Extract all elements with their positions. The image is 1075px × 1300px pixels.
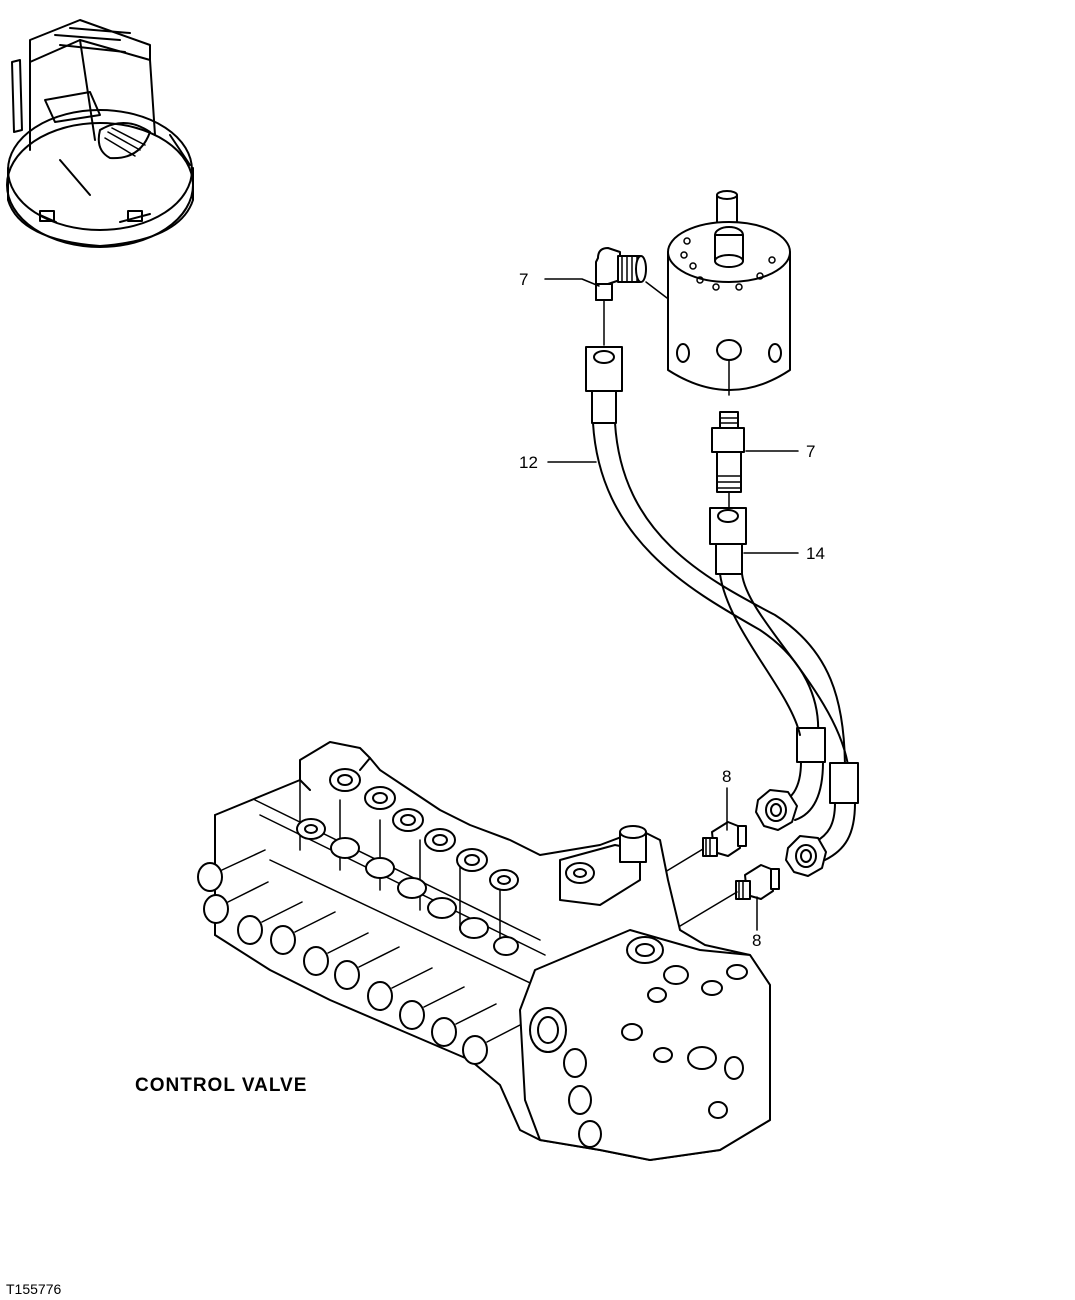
control-valve-caption: CONTROL VALVE xyxy=(135,1075,308,1096)
callout-8-lower: 8 xyxy=(752,931,762,950)
callout-7-straight: 7 xyxy=(806,442,816,461)
callout-7-elbow: 7 xyxy=(519,270,529,289)
callout-14-hose: 14 xyxy=(806,544,825,563)
adapter-fittings xyxy=(664,821,780,936)
rotary-manifold xyxy=(667,190,791,396)
hose-12 xyxy=(585,346,846,821)
figure-code: T155776 xyxy=(6,1281,62,1297)
control-valve-block xyxy=(197,741,771,1161)
callout-12-hose: 12 xyxy=(519,453,538,472)
callout-8-upper: 8 xyxy=(722,767,732,786)
straight-fitting xyxy=(711,411,745,509)
machine-locator-thumbnail xyxy=(6,19,194,248)
leader-lines xyxy=(544,278,799,931)
elbow-fitting xyxy=(595,247,668,346)
hose-14 xyxy=(709,507,859,861)
hose-end-nuts xyxy=(755,789,827,877)
